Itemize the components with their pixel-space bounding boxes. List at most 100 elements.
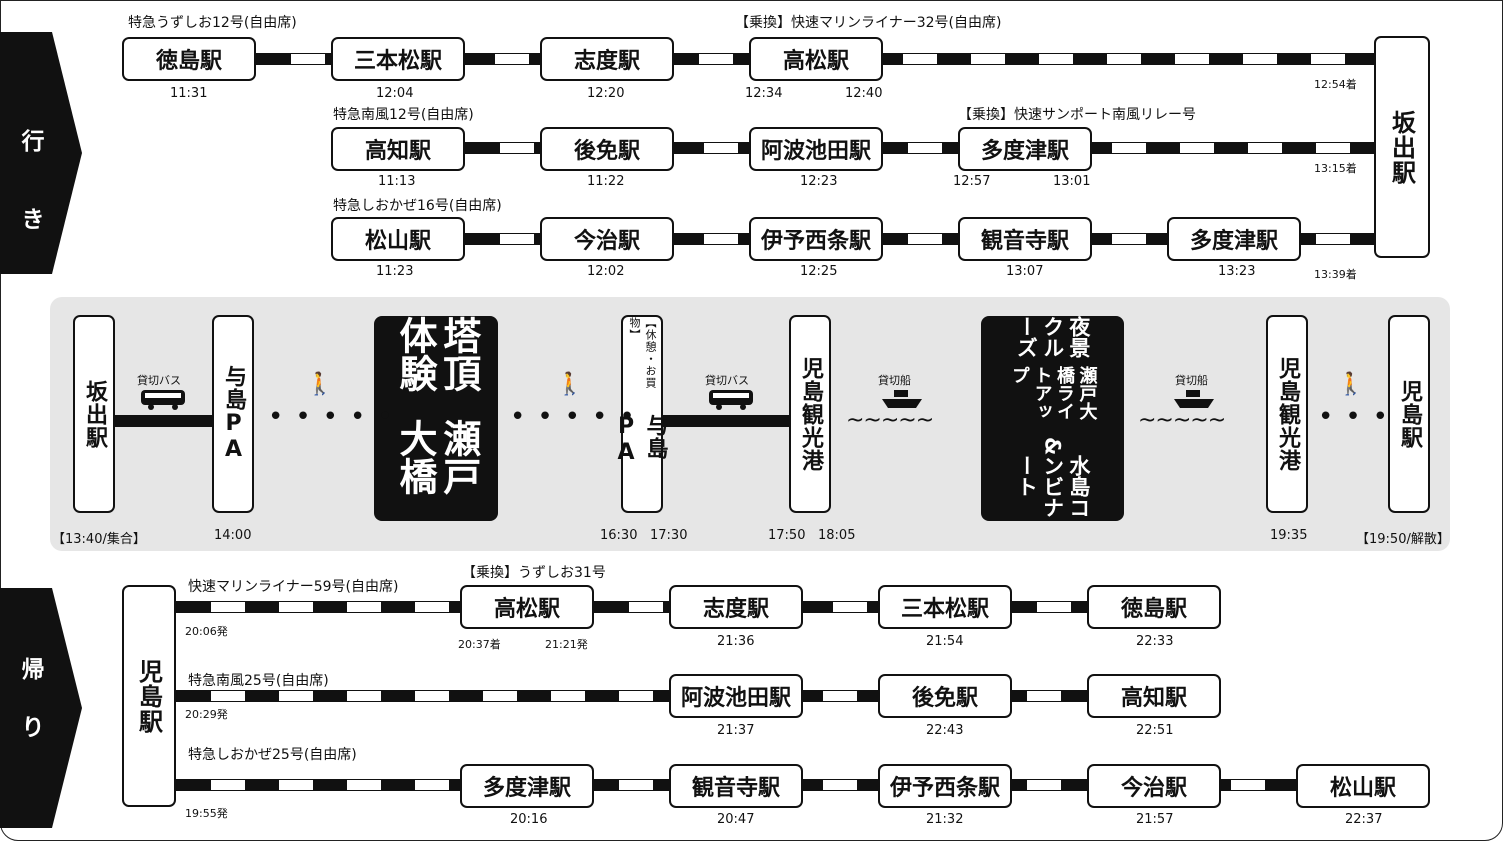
ship-label: 貸切船 bbox=[878, 374, 911, 387]
block-line: 瀬戸大橋ライトアップ bbox=[1009, 365, 1098, 420]
time-label: 21:54 bbox=[926, 634, 964, 649]
block-line: 夜景クルーズ bbox=[1014, 316, 1091, 358]
departure-time: 20:06発 bbox=[185, 625, 228, 638]
station-box: 多度津駅 bbox=[1167, 217, 1301, 261]
walk-icon: 🚶 bbox=[1337, 372, 1365, 397]
station-box: 松山駅 bbox=[1296, 764, 1430, 808]
return-char-1: 帰 bbox=[21, 657, 45, 683]
station-box: 松山駅 bbox=[331, 217, 465, 261]
time-label: 21:21発 bbox=[545, 638, 588, 651]
time-label: 21:57 bbox=[1136, 812, 1174, 827]
time-label: 12:04 bbox=[376, 86, 414, 101]
time-label: 12:20 bbox=[587, 86, 625, 101]
station-box: 児島観光港 bbox=[1266, 315, 1308, 513]
station-box: 【休憩・お買物】 与島PA bbox=[614, 315, 668, 513]
departure-time: 19:55発 bbox=[185, 807, 228, 820]
train-name: 特急南風12号(自由席) bbox=[333, 107, 474, 123]
train-name: 特急南風25号(自由席) bbox=[188, 673, 329, 689]
time-label: 22:51 bbox=[1136, 723, 1174, 738]
ship-label: 貸切船 bbox=[1175, 374, 1208, 387]
rail-inbound-1 bbox=[176, 601, 460, 613]
time-label: 22:43 bbox=[926, 723, 964, 738]
station-box: 坂出駅 bbox=[73, 315, 115, 513]
bus-line bbox=[115, 415, 212, 427]
walk-icon: 🚶 bbox=[306, 372, 334, 397]
origin-station: 児島駅 bbox=[122, 585, 176, 807]
train-name: 特急しおかぜ16号(自由席) bbox=[333, 198, 502, 214]
time-label: 20:37着 bbox=[458, 638, 501, 651]
train-name: 快速マリンライナー59号(自由席) bbox=[188, 579, 399, 595]
station-box: 志度駅 bbox=[540, 37, 674, 81]
wave-line: ~~~~~ bbox=[1138, 408, 1226, 433]
station-box: 阿波池田駅 bbox=[749, 127, 883, 171]
time-label: 21:36 bbox=[717, 634, 755, 649]
time-label: 11:31 bbox=[170, 86, 208, 101]
rail-inbound-1b bbox=[594, 601, 1087, 613]
going-char-1: 行 bbox=[21, 129, 45, 155]
walk-dots: ••••• bbox=[268, 402, 405, 432]
time-label: 21:32 bbox=[926, 812, 964, 827]
time-label: 13:23 bbox=[1218, 264, 1256, 279]
time-label: 12:23 bbox=[800, 174, 838, 189]
time-label: 13:01 bbox=[1053, 174, 1091, 189]
transfer-label: 【乗換】快速マリンライナー32号(自由席) bbox=[735, 15, 1002, 31]
station-box: 高知駅 bbox=[1087, 674, 1221, 718]
time-label: 12:02 bbox=[587, 264, 625, 279]
time-label: 【19:50/解散】 bbox=[1356, 532, 1450, 547]
time-label: 12:25 bbox=[800, 264, 838, 279]
time-label: 14:00 bbox=[214, 528, 252, 543]
bridge-tower-block: 塔頂体験 瀬戸大橋 bbox=[374, 316, 498, 521]
block-line: 水島コンビナート bbox=[1014, 454, 1091, 518]
bus-label: 貸切バス bbox=[705, 374, 749, 387]
time-label: 19:35 bbox=[1270, 528, 1308, 543]
night-cruise-block: 夜景クルーズ 瀬戸大橋ライトアップ & 水島コンビナート bbox=[981, 316, 1124, 521]
time-label: 12:57 bbox=[953, 174, 991, 189]
bus-icon bbox=[709, 390, 753, 410]
going-char-2: き bbox=[21, 207, 45, 233]
station-box: 高松駅 bbox=[749, 37, 883, 81]
transfer-label: 【乗換】うずしお31号 bbox=[462, 565, 606, 581]
return-tab: 帰 り bbox=[0, 588, 84, 828]
arrival-time: 13:39着 bbox=[1314, 268, 1357, 281]
time-label: 11:13 bbox=[378, 174, 416, 189]
station-box: 徳島駅 bbox=[1087, 585, 1221, 629]
block-line: 瀬戸大橋 bbox=[393, 418, 481, 495]
time-label: 【13:40/集合】 bbox=[52, 532, 146, 547]
wave-line: ~~~~~ bbox=[846, 408, 934, 433]
block-line: & bbox=[1040, 436, 1065, 455]
time-label: 16:30 bbox=[600, 528, 638, 543]
station-box: 伊予西条駅 bbox=[749, 217, 883, 261]
station-box: 今治駅 bbox=[1087, 764, 1221, 808]
time-label: 18:05 bbox=[818, 528, 856, 543]
station-box: 志度駅 bbox=[669, 585, 803, 629]
station-box: 後免駅 bbox=[878, 674, 1012, 718]
rail-inbound-2 bbox=[176, 690, 1087, 702]
station-box: 高松駅 bbox=[460, 585, 594, 629]
time-label: 20:47 bbox=[717, 812, 755, 827]
station-box: 与島PA bbox=[212, 315, 254, 513]
going-tab: 行 き bbox=[0, 32, 84, 274]
time-label: 20:16 bbox=[510, 812, 548, 827]
station-box: 観音寺駅 bbox=[669, 764, 803, 808]
return-char-2: り bbox=[21, 715, 45, 741]
train-name: 特急しおかぜ25号(自由席) bbox=[188, 747, 357, 763]
station-box: 多度津駅 bbox=[460, 764, 594, 808]
transfer-label: 【乗換】快速サンポート南風リレー号 bbox=[958, 107, 1196, 123]
station-box: 多度津駅 bbox=[958, 127, 1092, 171]
terminal-station: 坂出駅 bbox=[1374, 36, 1430, 258]
time-label: 13:07 bbox=[1006, 264, 1044, 279]
station-box: 後免駅 bbox=[540, 127, 674, 171]
time-label: 21:37 bbox=[717, 723, 755, 738]
arrow-shape bbox=[0, 32, 82, 274]
ship-icon bbox=[1174, 390, 1214, 408]
station-box: 伊予西条駅 bbox=[878, 764, 1012, 808]
bus-icon bbox=[141, 390, 185, 410]
time-label: 11:23 bbox=[376, 264, 414, 279]
arrival-time: 12:54着 bbox=[1314, 78, 1357, 91]
arrow-shape bbox=[0, 588, 82, 828]
bus-line bbox=[662, 415, 789, 427]
walk-dots: ••••• bbox=[510, 402, 647, 432]
time-label: 12:34 bbox=[745, 86, 783, 101]
departure-time: 20:29発 bbox=[185, 708, 228, 721]
station-box: 高知駅 bbox=[331, 127, 465, 171]
